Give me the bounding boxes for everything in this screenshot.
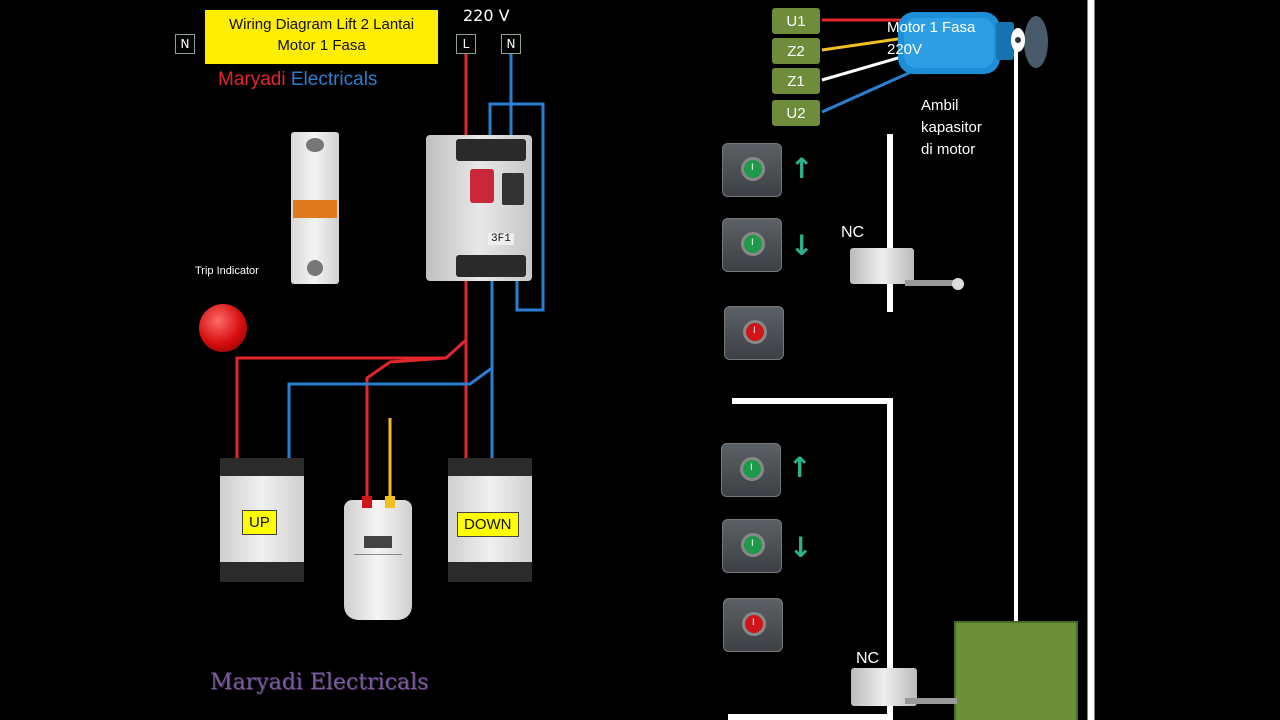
motor-voltage: 220V	[887, 41, 923, 58]
motor-terminal-z1: Z1	[772, 68, 820, 94]
arrow-down-icon: ↓	[789, 531, 813, 564]
upper-limit-switch	[850, 248, 914, 284]
motor-protection-breaker: 3F1	[426, 135, 532, 281]
motor-title: Motor 1 Fasa	[887, 19, 976, 36]
upper-up-button[interactable]: I	[722, 143, 782, 197]
upper-stop-button-symbol: I	[753, 326, 756, 336]
watermark-text: Maryadi Electricals	[210, 670, 429, 695]
title-line-1: Wiring Diagram Lift 2 Lantai	[228, 16, 415, 33]
shaft-lower-frame	[732, 398, 893, 720]
capacitor-terminal-yellow	[385, 496, 395, 508]
capacitor-terminal-red	[362, 496, 372, 508]
brand-name: Maryadi Electricals	[218, 69, 377, 91]
terminal-l: L	[456, 34, 476, 54]
breaker-label: 3F1	[488, 233, 514, 245]
contactor-up: UP	[220, 458, 304, 582]
arrow-down-icon: ↓	[790, 229, 814, 262]
diagram-title: Wiring Diagram Lift 2 Lantai Motor 1 Fas…	[205, 10, 438, 64]
lower-stop-button[interactable]: I	[723, 598, 783, 652]
terminal-n-right: N	[501, 34, 521, 54]
lower-limit-switch-lever	[905, 698, 957, 704]
wire-phase-up	[235, 338, 468, 462]
upper-limit-switch-roller	[952, 278, 964, 290]
upper-limit-switch-lever	[905, 280, 957, 286]
motor-terminal-z2: Z2	[772, 38, 820, 64]
brand-part-1: Maryadi	[218, 69, 286, 90]
supply-voltage: 220 V	[463, 6, 510, 25]
contactor-down: DOWN	[448, 458, 532, 582]
arrow-up-icon: ↑	[788, 451, 812, 484]
motor-terminal-u2: U2	[772, 100, 820, 126]
lower-up-button[interactable]: I	[721, 443, 781, 497]
motor-note-line-2: kapasitor	[921, 119, 982, 136]
contactor-down-label: DOWN	[457, 512, 519, 537]
upper-down-button[interactable]: I	[722, 218, 782, 272]
arrow-up-icon: ↑	[790, 152, 814, 185]
lower-down-button-symbol: I	[751, 539, 754, 549]
motor-note: Ambil kapasitor di motor	[921, 95, 982, 161]
wire-phase-cap	[365, 356, 447, 500]
lift-cabin	[954, 621, 1078, 720]
lower-down-button[interactable]: I	[722, 519, 782, 573]
run-capacitor	[344, 500, 412, 620]
mcb-breaker	[291, 132, 339, 284]
motor-note-line-1: Ambil	[921, 97, 959, 114]
motor-note-line-3: di motor	[921, 141, 976, 158]
upper-stop-button[interactable]: I	[724, 306, 784, 360]
contactor-up-label: UP	[242, 510, 277, 535]
wire-neutral-up	[287, 366, 493, 462]
lower-up-button-symbol: I	[750, 463, 753, 473]
title-line-2: Motor 1 Fasa	[277, 37, 366, 54]
brand-part-2: Electricals	[285, 69, 378, 90]
terminal-n-left: N	[175, 34, 195, 54]
motor-graphic	[898, 12, 1048, 74]
upper-up-button-symbol: I	[751, 163, 754, 173]
trip-indicator-label: Trip Indicator	[195, 265, 259, 277]
lower-limit-switch-label: NC	[856, 650, 880, 667]
trip-indicator-lamp	[199, 304, 247, 352]
upper-down-button-symbol: I	[751, 238, 754, 248]
upper-limit-switch-label: NC	[841, 224, 865, 241]
lower-stop-button-symbol: I	[752, 618, 755, 628]
motor-terminal-u1: U1	[772, 8, 820, 34]
wire-neutral-loop	[488, 102, 545, 312]
